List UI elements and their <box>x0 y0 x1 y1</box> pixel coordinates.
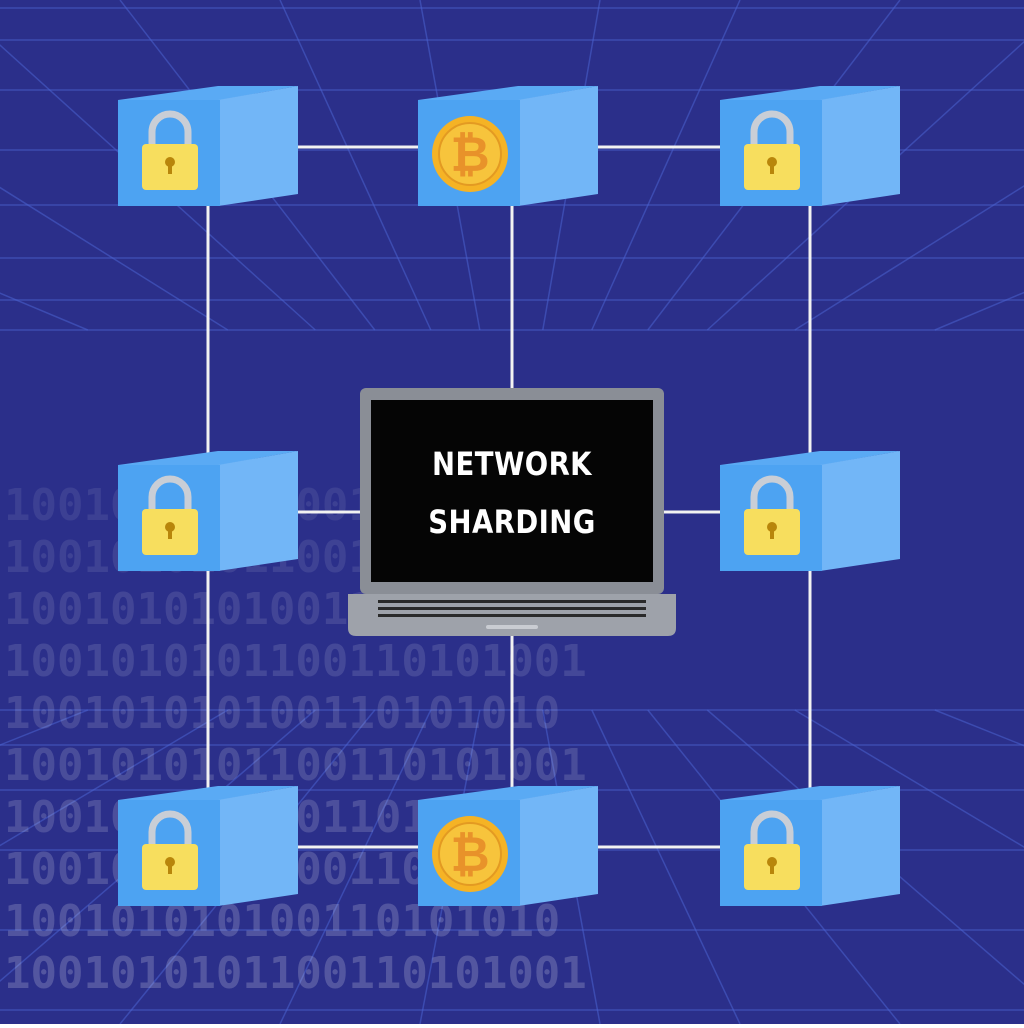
padlock-icon <box>744 110 800 190</box>
cube-side <box>218 86 298 206</box>
cube-top <box>118 786 298 800</box>
keyhole <box>168 862 172 874</box>
shard-node-n22 <box>720 786 900 906</box>
coin-inner <box>438 822 502 886</box>
cube-side <box>218 451 298 571</box>
shard-node-n21: ₿ <box>418 786 598 906</box>
binary-row: 1001010101100110101001 <box>4 948 587 999</box>
padlock-icon <box>142 475 198 555</box>
cube-top <box>418 86 598 100</box>
cube-side <box>820 786 900 906</box>
padlock-shackle <box>148 110 192 150</box>
title-line-network: NETWORK <box>432 445 592 483</box>
laptop-screen <box>371 400 653 582</box>
shard-node-n02 <box>720 86 900 206</box>
grid-line <box>591 709 741 1025</box>
bitcoin-icon: ₿ <box>432 116 508 192</box>
cube-side <box>820 86 900 206</box>
padlock-icon <box>142 110 198 190</box>
shard-node-n00 <box>118 86 298 206</box>
padlock-shackle <box>750 110 794 150</box>
padlock-shackle <box>148 810 192 850</box>
binary-row: 1001010101100110101001 <box>4 740 587 791</box>
cube-top <box>418 786 598 800</box>
padlock-shackle <box>750 475 794 515</box>
cube-top <box>720 451 900 465</box>
shard-node-n01: ₿ <box>418 86 598 206</box>
grid-line <box>279 0 432 331</box>
keyhole <box>168 527 172 539</box>
padlock-icon <box>744 810 800 890</box>
padlock-shackle <box>750 810 794 850</box>
shard-node-n10 <box>118 451 298 571</box>
bitcoin-symbol: ₿ <box>450 827 489 883</box>
keyboard-row <box>378 614 646 617</box>
bitcoin-symbol: ₿ <box>450 127 489 183</box>
grid-line <box>279 709 432 1025</box>
cube-side <box>518 786 598 906</box>
cube-top <box>720 86 900 100</box>
laptop <box>348 388 676 636</box>
keyhole <box>770 862 774 874</box>
shard-node-n12 <box>720 451 900 571</box>
cube-top <box>720 786 900 800</box>
grid-line <box>591 0 741 331</box>
cube-side <box>518 86 598 206</box>
padlock-shackle <box>148 475 192 515</box>
shard-nodes: ₿₿ <box>118 86 900 906</box>
coin-inner <box>438 122 502 186</box>
padlock-icon <box>744 475 800 555</box>
binary-row: 1001010101100110101001 <box>4 636 587 687</box>
binary-row: 100101010100110101010 <box>4 688 560 739</box>
keyhole <box>770 527 774 539</box>
keyhole <box>770 162 774 174</box>
keyhole <box>168 162 172 174</box>
cube-side <box>820 451 900 571</box>
bitcoin-icon: ₿ <box>432 816 508 892</box>
title-line-sharding: SHARDING <box>428 503 596 541</box>
grid-line <box>794 185 1024 331</box>
connectors <box>206 145 812 849</box>
cube-top <box>118 451 298 465</box>
trackpad-notch <box>486 625 538 629</box>
grid-line <box>0 709 229 847</box>
grid-line <box>0 186 229 331</box>
shard-node-n20 <box>118 786 298 906</box>
grid-line <box>794 709 1024 848</box>
keyboard-row <box>378 607 646 610</box>
cube-top <box>118 86 298 100</box>
cube-side <box>218 786 298 906</box>
padlock-icon <box>142 810 198 890</box>
keyboard-row <box>378 600 646 603</box>
